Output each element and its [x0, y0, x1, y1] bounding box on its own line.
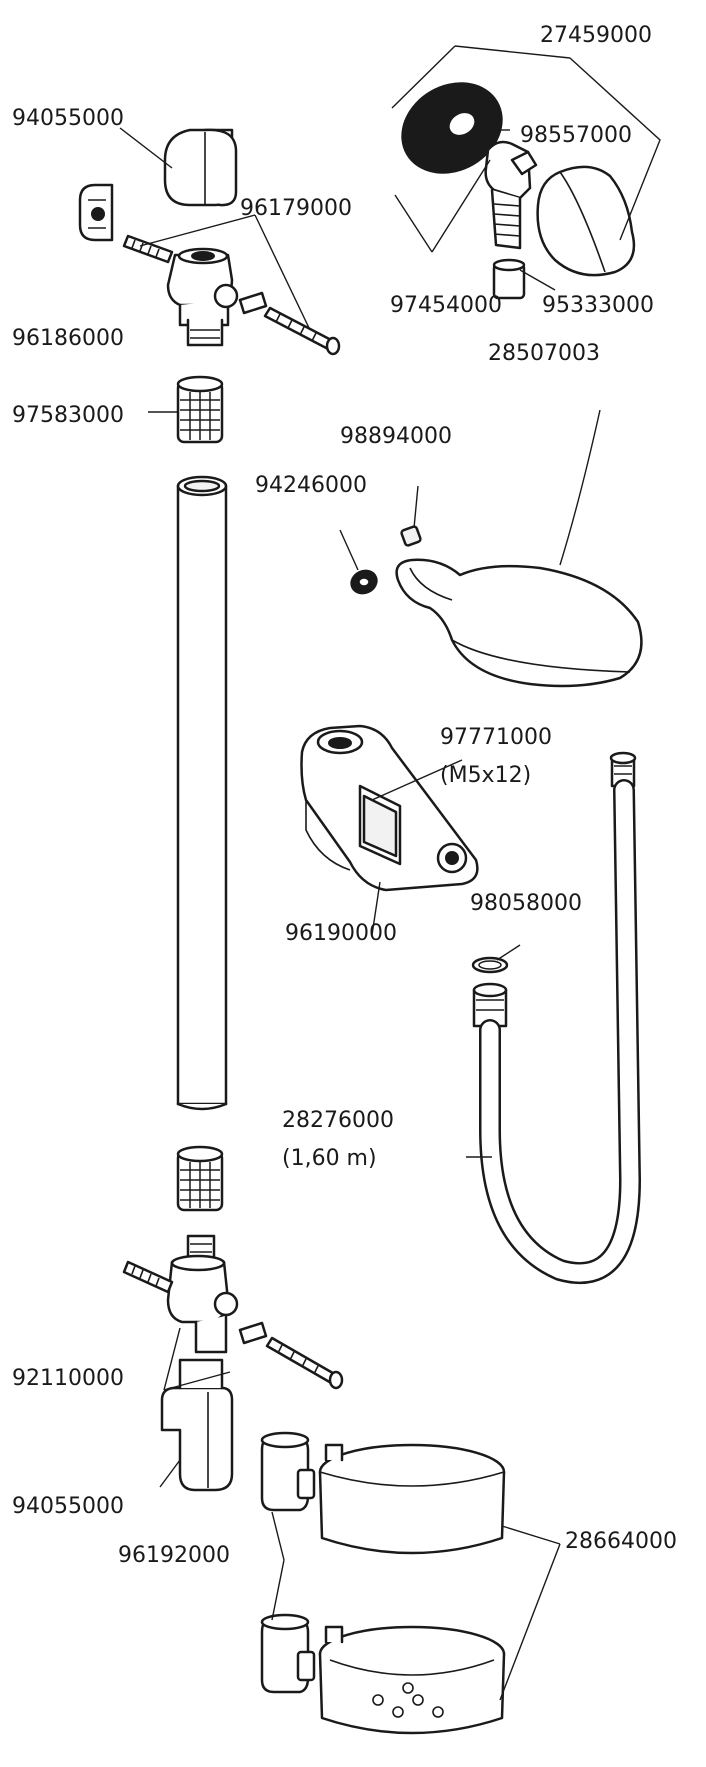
- elbow-fitting: [484, 140, 538, 250]
- slider: [300, 724, 479, 892]
- filter-insert-bottom: [176, 1145, 224, 1212]
- washer-hand-shower: [350, 569, 378, 595]
- label-gasket-black: 98557000: [520, 123, 632, 148]
- gasket-black: [401, 82, 503, 174]
- label-nut-small: 95333000: [542, 293, 654, 318]
- wall-outlet-cover: [536, 165, 636, 277]
- label-hose-length: (1,60 m): [282, 1146, 377, 1171]
- label-screw-slider-size: (M5x12): [440, 763, 531, 788]
- soap-dish-upper: [318, 1443, 506, 1555]
- nut-small: [492, 258, 526, 300]
- label-adapter-top: 96186000: [12, 326, 124, 351]
- hand-shower: [395, 558, 643, 688]
- label-screw-set-top: 96179000: [240, 196, 352, 221]
- label-washer-hand-shower: 94246000: [255, 473, 367, 498]
- screw-left-bottom: [122, 1260, 174, 1294]
- label-hose: 28276000: [282, 1108, 394, 1133]
- label-screw-slider: 97771000: [440, 725, 552, 750]
- clip-lower: [260, 1613, 316, 1694]
- hose-washer: [471, 956, 509, 974]
- label-slider: 96190000: [285, 921, 397, 946]
- label-filter-top: 97583000: [12, 403, 124, 428]
- screw-right-top: [238, 291, 341, 356]
- leader-lines: [119, 45, 661, 1701]
- label-clip: 96192000: [118, 1543, 230, 1568]
- label-bracket-bottom: 94055000: [12, 1494, 124, 1519]
- label-soap-dish: 28664000: [565, 1529, 677, 1554]
- wall-cover-cap: [78, 183, 114, 242]
- label-screw-set-bottom: 92110000: [12, 1366, 124, 1391]
- hose: [472, 751, 642, 1285]
- label-washer-hose: 98058000: [470, 891, 582, 916]
- wall-bar: [176, 475, 228, 1111]
- nut-hand-shower: [400, 525, 422, 547]
- label-hand-shower: 28507003: [488, 341, 600, 366]
- label-elbow: 97454000: [390, 293, 502, 318]
- clip-upper: [260, 1431, 316, 1512]
- label-wall-outlet-set: 27459000: [540, 23, 652, 48]
- wall-bracket-top: [163, 128, 238, 207]
- bracket-adapter-top: [166, 247, 239, 347]
- label-bracket-top: 94055000: [12, 106, 124, 131]
- bracket-adapter-bottom: [166, 1234, 239, 1354]
- wall-bracket-bottom: [160, 1358, 234, 1492]
- part-labels: 94055000 96179000 96186000 97583000 2745…: [12, 23, 677, 1568]
- filter-insert-top: [176, 375, 224, 444]
- label-nut-hand-shower: 98894000: [340, 424, 452, 449]
- screw-left-top: [122, 234, 174, 264]
- screw-right-bottom: [238, 1321, 344, 1390]
- soap-dish-lower: [318, 1625, 506, 1735]
